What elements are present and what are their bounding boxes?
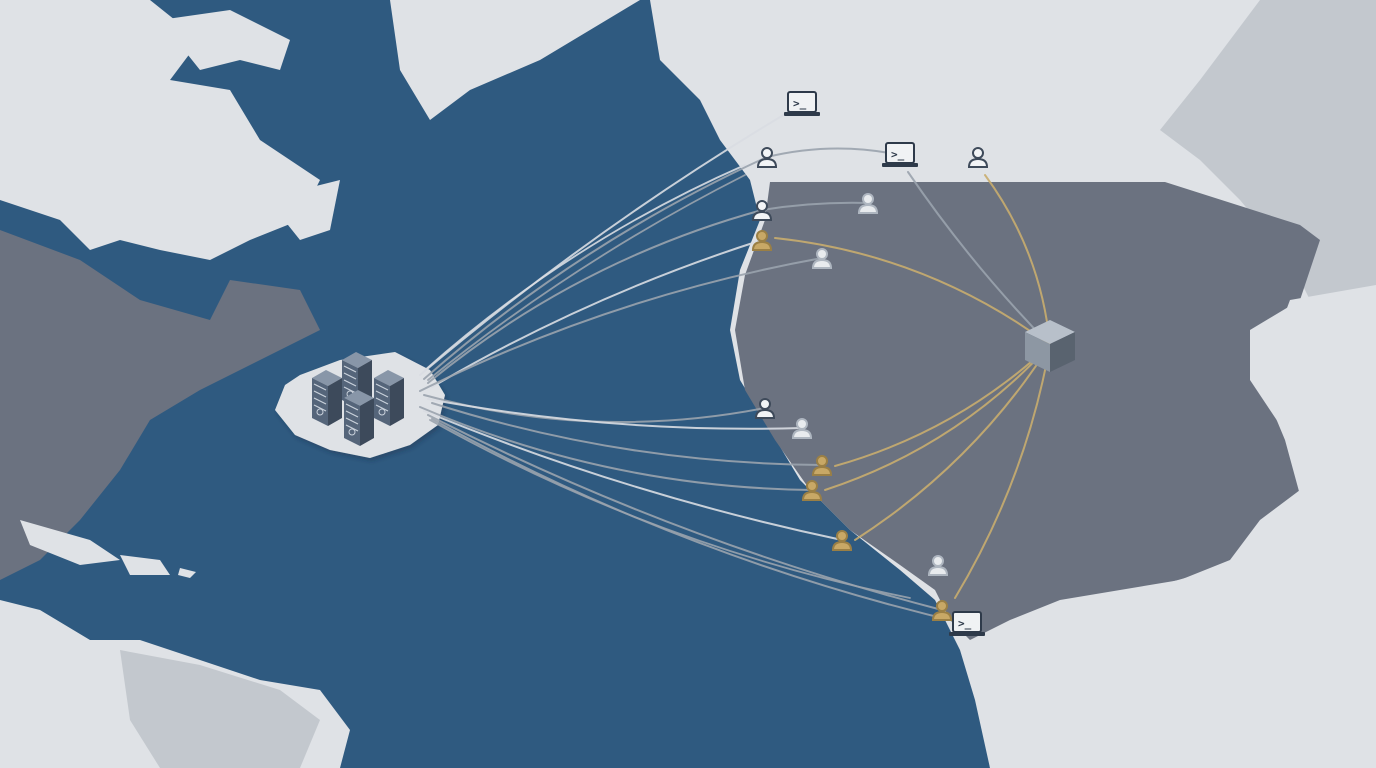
terminal-prompt: >_	[958, 617, 972, 630]
user-icon	[801, 480, 823, 501]
route-relay-terminal	[907, 171, 1051, 346]
server-rack-icon	[344, 390, 374, 446]
land-south-west-inland	[120, 650, 320, 768]
user-icon	[811, 248, 833, 269]
cube-icon	[1025, 320, 1075, 372]
user-icon	[791, 418, 813, 439]
terminal-icon: >_	[784, 91, 820, 116]
terminal-prompt: >_	[793, 97, 807, 110]
route-relay-coast-6	[824, 344, 1051, 491]
server-rack-icon	[374, 370, 404, 426]
terminal-prompt: >_	[891, 148, 905, 161]
land-north-center	[390, 0, 640, 120]
terminal-icon: >_	[882, 142, 918, 167]
route-relay-south	[954, 344, 1051, 599]
route-relay-coast-7	[854, 344, 1051, 541]
route-relay-coast-5	[834, 344, 1051, 467]
land-east-inland	[735, 182, 1320, 640]
land-east-peninsula	[1260, 285, 1376, 500]
user-icon	[751, 230, 773, 251]
land-west-inland	[0, 230, 320, 580]
land-island-3	[178, 568, 196, 578]
server-rack-icon	[312, 370, 342, 426]
user-icon	[756, 147, 778, 168]
route-hub-user-coast-7	[423, 410, 843, 541]
route-hub-user-coast-6	[419, 406, 813, 491]
terminal-icon: >_	[949, 611, 985, 636]
land-island-2	[120, 555, 170, 575]
user-icon	[754, 398, 776, 419]
user-icon	[857, 193, 879, 214]
user-icon	[831, 530, 853, 551]
route-hub-extra-3	[429, 419, 911, 599]
land-north-east-island	[280, 180, 340, 240]
endpoints-layer: >_ >_ >_	[751, 91, 989, 636]
land-north-island	[160, 10, 290, 70]
route-north-b	[761, 201, 869, 211]
route-hub-user-north-1	[423, 156, 768, 380]
offshore-server-cluster	[312, 352, 404, 446]
route-hub-terminal-north	[419, 103, 803, 376]
user-icon	[811, 455, 833, 476]
route-hub-extra-2	[427, 174, 746, 381]
route-hub-user-coast-1	[427, 209, 763, 384]
route-hub-user-coast-4	[427, 398, 803, 430]
land-east-south	[980, 560, 1376, 768]
land-north-west	[0, 0, 320, 260]
relay-node	[1025, 320, 1075, 372]
route-relay-coast-2	[774, 237, 1051, 346]
user-icon	[931, 600, 953, 621]
land-east-ridge	[1160, 0, 1376, 300]
user-icon	[927, 555, 949, 576]
route-hub-user-inland-2	[419, 257, 823, 392]
route-hub-user-coast-5	[431, 402, 823, 466]
land-island-1	[20, 520, 120, 565]
route-hub-extra-1	[424, 164, 746, 371]
user-icon	[751, 200, 773, 221]
route-hub-terminal-south	[431, 418, 968, 625]
user-icon	[967, 147, 989, 168]
route-hub-user-coast-2	[431, 239, 763, 388]
